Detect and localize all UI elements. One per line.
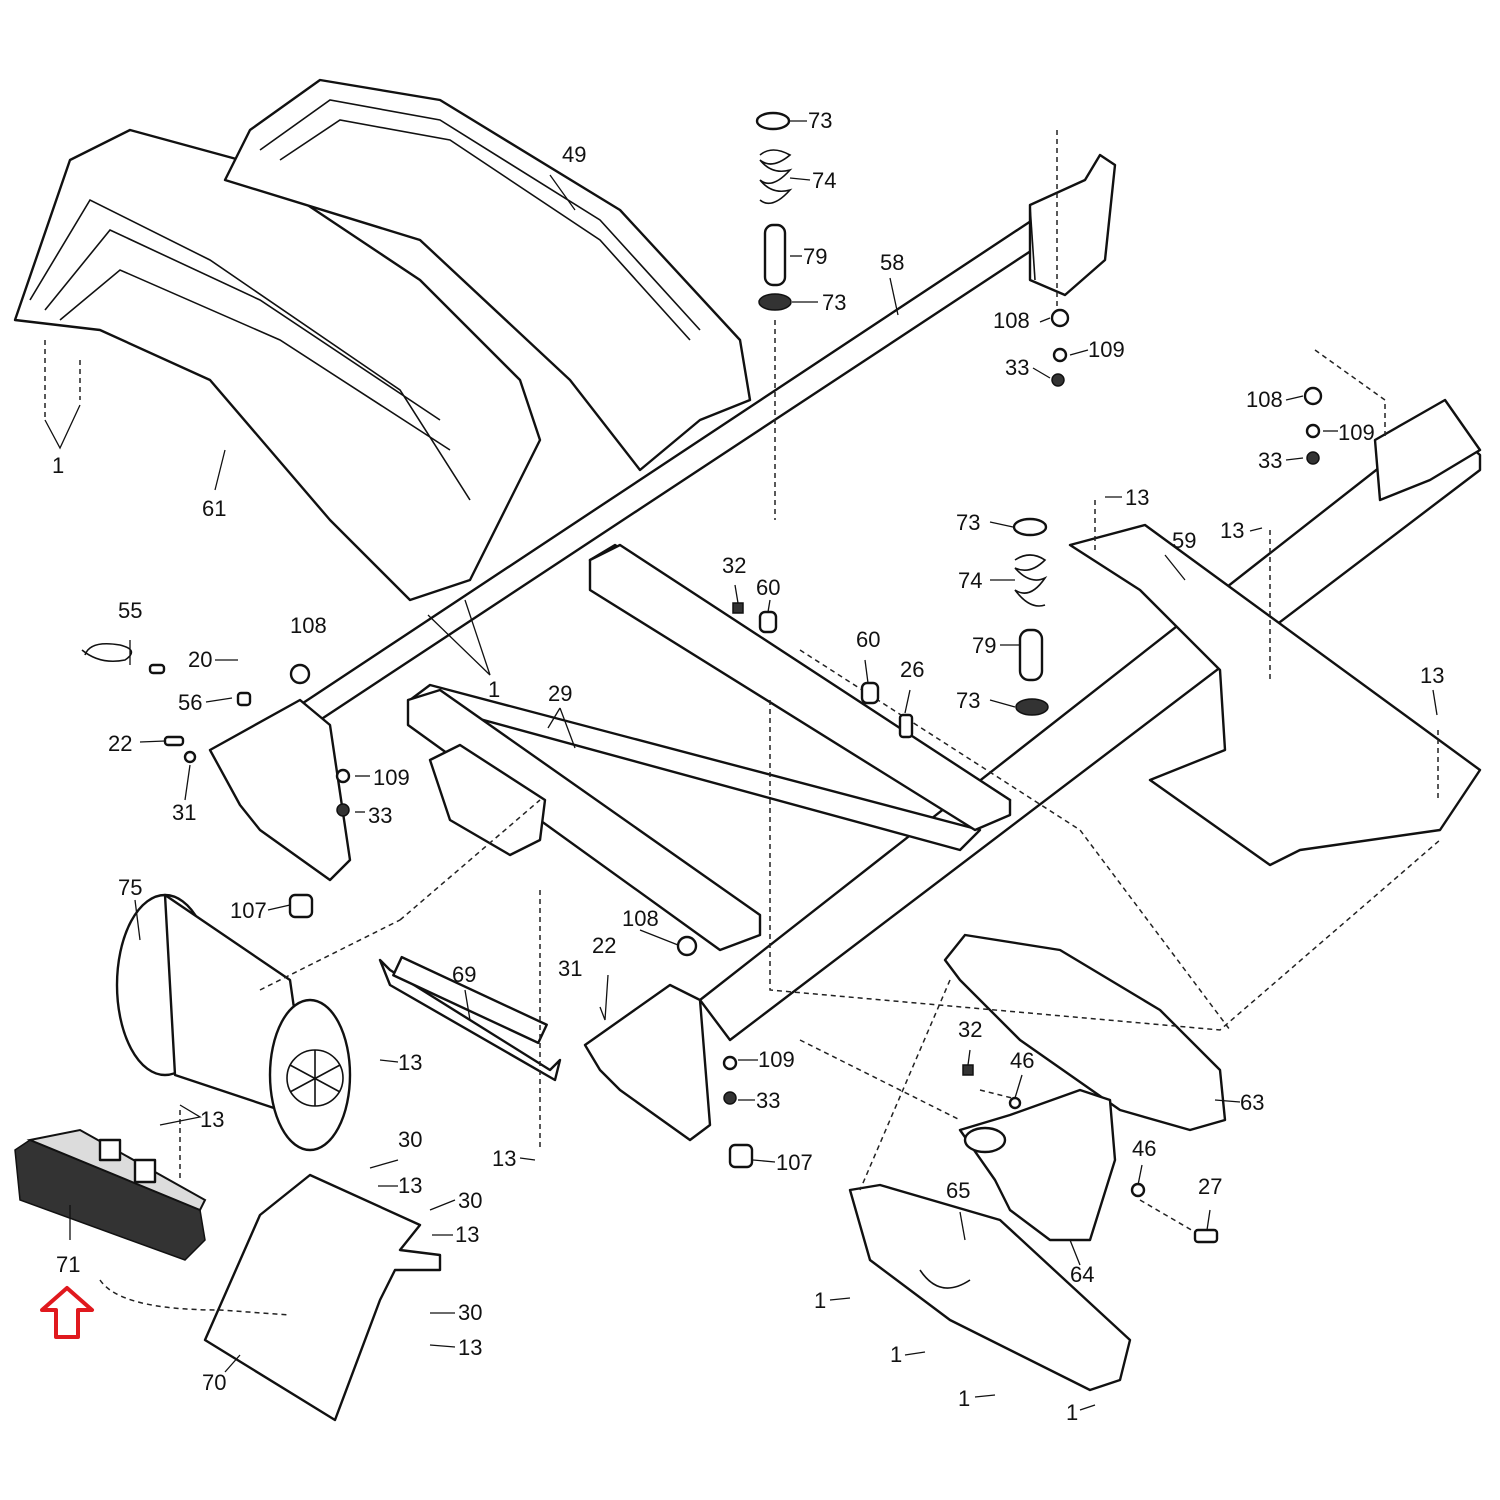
label-73: 73 bbox=[808, 108, 832, 133]
assembly-dashed-lines bbox=[44, 130, 1441, 1316]
frame-assembly bbox=[298, 153, 1482, 1042]
label-1: 1 bbox=[488, 677, 500, 702]
rear-roller-75 bbox=[115, 893, 352, 1152]
label-108: 108 bbox=[290, 613, 327, 638]
label-22: 22 bbox=[592, 933, 616, 958]
label-73: 73 bbox=[956, 510, 980, 535]
motor-hood-assembly bbox=[13, 78, 752, 602]
label-1: 1 bbox=[814, 1288, 826, 1313]
label-1: 1 bbox=[52, 453, 64, 478]
label-70: 70 bbox=[202, 1370, 226, 1395]
shield-plate-70 bbox=[203, 1173, 442, 1422]
label-69: 69 bbox=[452, 962, 476, 987]
label-13: 13 bbox=[1220, 518, 1244, 543]
label-32: 32 bbox=[722, 553, 746, 578]
motor-64 bbox=[958, 1088, 1117, 1242]
label-13: 13 bbox=[398, 1050, 422, 1075]
label-75: 75 bbox=[118, 875, 142, 900]
label-49: 49 bbox=[562, 142, 586, 167]
label-64: 64 bbox=[1070, 1262, 1094, 1287]
label-13: 13 bbox=[398, 1173, 422, 1198]
label-107: 107 bbox=[776, 1150, 813, 1175]
lower-frame-rail bbox=[698, 418, 1482, 1042]
label-108: 108 bbox=[622, 906, 659, 931]
platform-plate-59 bbox=[1068, 523, 1482, 867]
label-1: 1 bbox=[1066, 1400, 1078, 1425]
label-22: 22 bbox=[108, 731, 132, 756]
label-107: 107 bbox=[230, 898, 267, 923]
label-74: 74 bbox=[958, 568, 982, 593]
label-109: 109 bbox=[1338, 420, 1375, 445]
label-13: 13 bbox=[200, 1107, 224, 1132]
label-109: 109 bbox=[1088, 337, 1125, 362]
motor-hood-63 bbox=[943, 933, 1227, 1132]
label-31: 31 bbox=[558, 956, 582, 981]
label-56: 56 bbox=[178, 690, 202, 715]
label-73: 73 bbox=[822, 290, 846, 315]
label-33: 33 bbox=[756, 1088, 780, 1113]
highlight-arrow-up bbox=[40, 1286, 94, 1339]
label-58: 58 bbox=[880, 250, 904, 275]
label-108: 108 bbox=[1246, 387, 1283, 412]
label-13: 13 bbox=[455, 1222, 479, 1247]
label-30: 30 bbox=[398, 1127, 422, 1152]
part-labels: 1 1 1 1 1 1 13 13 13 13 13 13 13 13 13 2… bbox=[52, 108, 1444, 1425]
label-31: 31 bbox=[172, 800, 196, 825]
label-73: 73 bbox=[956, 688, 980, 713]
label-109: 109 bbox=[758, 1047, 795, 1072]
front-bracket-right bbox=[583, 983, 712, 1142]
hardware bbox=[81, 308, 1323, 1244]
label-33: 33 bbox=[1005, 355, 1029, 380]
label-79: 79 bbox=[972, 633, 996, 658]
isolator-stack-rear bbox=[1012, 517, 1049, 716]
controller-board-71 bbox=[14, 1128, 207, 1261]
label-74: 74 bbox=[812, 168, 836, 193]
label-46: 46 bbox=[1010, 1048, 1034, 1073]
front-bracket-left bbox=[208, 698, 352, 882]
label-65: 65 bbox=[946, 1178, 970, 1203]
motor-shaft bbox=[963, 1126, 1007, 1154]
rear-upright-bracket-left bbox=[1373, 398, 1482, 502]
washer-109-top bbox=[1052, 347, 1068, 363]
motor-hood-bottom-65 bbox=[848, 1183, 1132, 1392]
label-1: 1 bbox=[958, 1386, 970, 1411]
label-13: 13 bbox=[492, 1146, 516, 1171]
label-33: 33 bbox=[1258, 448, 1282, 473]
label-13: 13 bbox=[1125, 485, 1149, 510]
label-59: 59 bbox=[1172, 528, 1196, 553]
label-30: 30 bbox=[458, 1188, 482, 1213]
rear-upright-bracket-right bbox=[1028, 153, 1117, 297]
label-32: 32 bbox=[958, 1017, 982, 1042]
label-33: 33 bbox=[368, 803, 392, 828]
label-13: 13 bbox=[1420, 663, 1444, 688]
label-60: 60 bbox=[756, 575, 780, 600]
label-79: 79 bbox=[803, 244, 827, 269]
label-60: 60 bbox=[856, 627, 880, 652]
leader-lines bbox=[44, 120, 1438, 1411]
mount-bracket bbox=[428, 743, 547, 857]
nut-108-top bbox=[1050, 308, 1070, 328]
label-55: 55 bbox=[118, 598, 142, 623]
nut-33-top bbox=[1051, 373, 1065, 387]
label-61: 61 bbox=[202, 496, 226, 521]
label-29: 29 bbox=[548, 681, 572, 706]
label-108: 108 bbox=[993, 308, 1030, 333]
mid-cross-tube bbox=[588, 543, 1012, 832]
label-20: 20 bbox=[188, 647, 212, 672]
label-46: 46 bbox=[1132, 1136, 1156, 1161]
label-30: 30 bbox=[458, 1300, 482, 1325]
label-63: 63 bbox=[1240, 1090, 1264, 1115]
isolator-stack-top bbox=[755, 111, 793, 311]
label-26: 26 bbox=[900, 657, 924, 682]
front-cross-tube bbox=[406, 688, 762, 952]
label-1: 1 bbox=[890, 1342, 902, 1367]
hood-cover-49 bbox=[223, 78, 752, 472]
roller-tube-69 bbox=[392, 955, 548, 1045]
label-13: 13 bbox=[458, 1335, 482, 1360]
front-crossbar bbox=[408, 683, 982, 852]
label-109: 109 bbox=[373, 765, 410, 790]
label-27: 27 bbox=[1198, 1174, 1222, 1199]
label-71: 71 bbox=[56, 1252, 80, 1277]
